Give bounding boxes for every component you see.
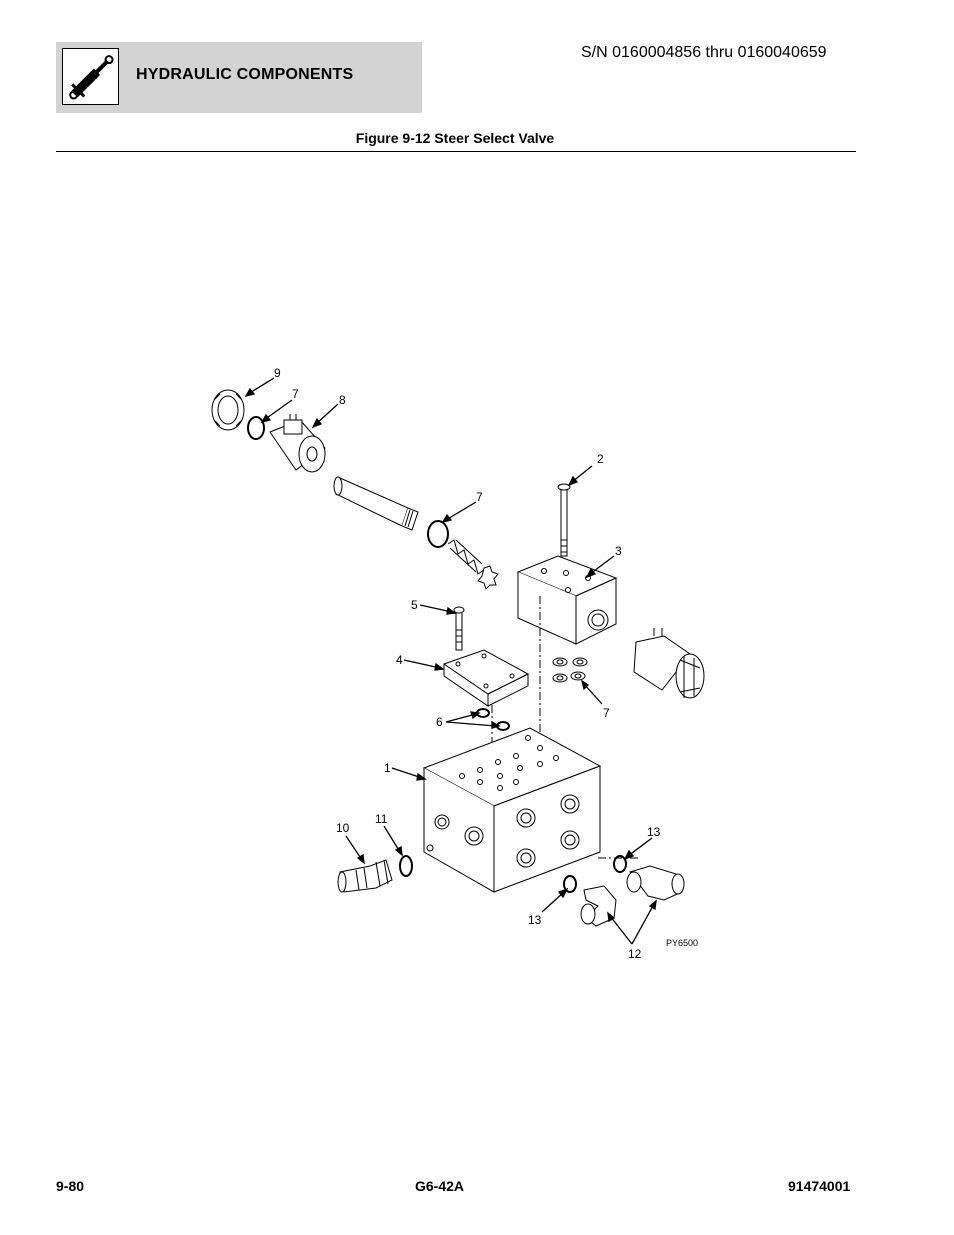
callout-7-top: 7 [292, 387, 299, 401]
callout-6: 6 [436, 715, 443, 729]
section-title: HYDRAULIC COMPONENTS [136, 66, 354, 83]
valve-cartridge-part [333, 476, 419, 531]
solenoid-coil-part [269, 414, 326, 473]
plate-bolt-part [453, 606, 465, 651]
callout-3: 3 [615, 544, 622, 558]
washer-set-part [552, 657, 588, 683]
callout-4: 4 [396, 653, 403, 667]
steer-valve-body-part [516, 555, 618, 645]
callout-1: 1 [384, 761, 391, 775]
callout-11: 11 [375, 812, 388, 826]
straight-fitting-part [337, 859, 393, 893]
callout-12: 12 [628, 947, 642, 961]
serial-range: S/N 0160004856 thru 0160040659 [581, 44, 827, 61]
callout-5: 5 [411, 598, 418, 612]
callout-2: 2 [597, 452, 604, 466]
valve-bolt-part [557, 483, 571, 557]
callout-8: 8 [339, 393, 346, 407]
callout-10: 10 [336, 821, 350, 835]
callout-13-right: 13 [647, 825, 661, 839]
elbow-fitting-part-b [626, 865, 685, 901]
hydraulic-cylinder-icon [62, 48, 119, 105]
callout-13-left: 13 [528, 913, 542, 927]
callout-7-middle: 7 [476, 490, 483, 504]
image-code: PY6500 [666, 938, 698, 948]
model-number: G6-42A [415, 1178, 465, 1194]
document-number: 91474001 [788, 1178, 851, 1194]
page-number: 9-80 [56, 1178, 85, 1194]
cover-plate-part [442, 649, 530, 707]
figure-title: Figure 9-12 Steer Select Valve [355, 130, 555, 146]
exploded-parts-diagram: 9 7 8 2 7 3 5 4 6 7 1 10 11 13 13 12 PY6… [211, 366, 705, 961]
right-solenoid-part [633, 628, 705, 699]
spring-part [447, 539, 489, 585]
header-rule [56, 151, 856, 152]
coil-nut-part [211, 389, 245, 431]
callout-7-bottom: 7 [603, 706, 610, 720]
manifold-block-part [422, 727, 602, 893]
callout-9: 9 [274, 366, 281, 380]
